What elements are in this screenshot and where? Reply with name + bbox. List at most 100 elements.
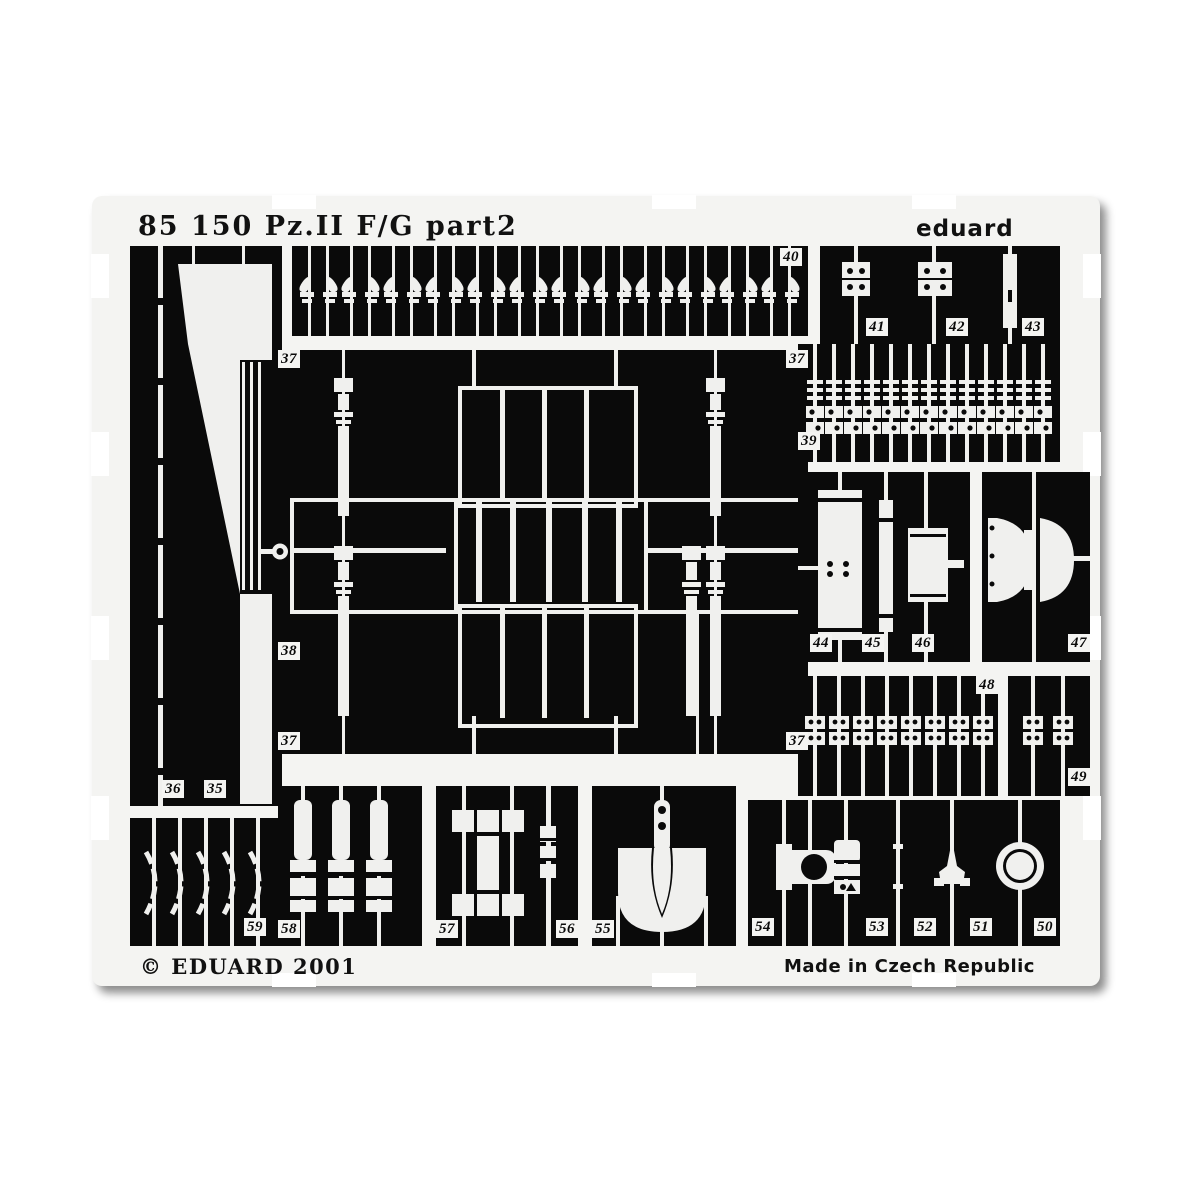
- taper-shape: [178, 264, 272, 804]
- edge-notch: [272, 973, 316, 987]
- part-number-53: 53: [866, 918, 888, 936]
- part-55-shape: [616, 786, 708, 946]
- part-number-37-tl: 37: [278, 350, 300, 368]
- grill-center-rib: [582, 502, 588, 602]
- part-39-cluster: [806, 344, 1052, 462]
- parts-44-46-shapes: [798, 490, 964, 640]
- part-number-37-tr: 37: [786, 350, 808, 368]
- part-41-shape: [842, 262, 870, 296]
- part-number-48: 48: [976, 676, 998, 694]
- sprue-runner: [192, 246, 195, 268]
- grill-top-hanger: [472, 350, 476, 390]
- part-40-cluster: [299, 246, 800, 336]
- panel-parts-57-56: 57 56: [436, 786, 578, 946]
- sprue-runner: [696, 610, 699, 754]
- part-number-37-br: 37: [786, 732, 808, 750]
- edge-notch: [652, 195, 696, 209]
- grill-bottom-hanger: [614, 716, 618, 754]
- edge-notch: [91, 616, 109, 660]
- part-42-shape: [918, 262, 952, 296]
- part-number-59: 59: [244, 918, 266, 936]
- part-number-44: 44: [810, 634, 832, 652]
- grill-bottom: [458, 604, 638, 728]
- panel-part-49: 49: [1008, 676, 1090, 796]
- edge-notch: [1083, 432, 1101, 476]
- part-49-cluster: [1023, 676, 1073, 796]
- panel-parts-44-46: 44 45 46: [798, 472, 970, 662]
- part-48-cluster: [805, 676, 993, 796]
- runner-hole: [158, 618, 163, 625]
- edge-notch: [652, 973, 696, 987]
- grill-center-rib: [510, 502, 516, 602]
- panel-part-58: 58: [278, 786, 422, 946]
- part-47-shape: [988, 518, 1090, 602]
- brand-logo: eduard: [916, 216, 1014, 242]
- sprue-runner: [178, 818, 182, 946]
- left-pivot-pin: [260, 543, 288, 560]
- panel-parts-50-54: 54 53 52 51 50: [748, 800, 1060, 946]
- part-35-taper: [178, 264, 272, 804]
- runner-hole: [158, 698, 163, 705]
- sheet-title: 85 150 Pz.II F/G part2: [138, 211, 518, 242]
- part-number-50: 50: [1034, 918, 1056, 936]
- part-number-58: 58: [278, 920, 300, 938]
- grill-center-rib: [616, 502, 622, 602]
- panel-part-59: 59: [130, 818, 282, 946]
- edge-notch: [912, 195, 956, 209]
- part-number-35: 35: [204, 780, 226, 798]
- edge-notch: [912, 973, 956, 987]
- sprue-runner: [256, 818, 260, 946]
- grill-bottom-rib: [584, 608, 589, 718]
- parts-57-56-shapes: [452, 786, 556, 946]
- part-number-41: 41: [866, 318, 888, 336]
- runner-hole: [158, 768, 163, 775]
- part-number-52: 52: [914, 918, 936, 936]
- edge-notch: [91, 254, 109, 298]
- part-number-51: 51: [970, 918, 992, 936]
- sprue-runner: [932, 246, 936, 348]
- runner-hole: [158, 378, 163, 385]
- part-number-49: 49: [1068, 768, 1090, 786]
- made-in-text: Made in Czech Republic: [784, 956, 1035, 977]
- sprue-runner: [1032, 472, 1036, 662]
- grill-bottom-rib: [542, 608, 547, 718]
- part-number-37-bl: 37: [278, 732, 300, 750]
- sprue-runner: [230, 818, 234, 946]
- grill-right-wing-rib: [648, 548, 800, 553]
- edge-notch: [1083, 254, 1101, 298]
- curved-straps: [143, 850, 262, 916]
- panel-part-55: 55: [592, 786, 736, 946]
- panel-left-column: [130, 246, 282, 806]
- part-number-55: 55: [592, 920, 614, 938]
- part-number-54: 54: [752, 918, 774, 936]
- part-number-46: 46: [912, 634, 934, 652]
- sprue-runner: [242, 246, 245, 268]
- grill-top-rib: [584, 390, 589, 498]
- grill-top-rib: [500, 390, 505, 498]
- grill-bottom-rib: [500, 608, 505, 718]
- part-43-slot: [1008, 290, 1012, 302]
- grill-center-rib: [546, 502, 552, 602]
- part-number-38-bl: 38: [278, 642, 300, 660]
- part-number-47: 47: [1068, 634, 1090, 652]
- grill-top-hanger: [614, 350, 618, 390]
- panel-part-40: [292, 246, 808, 336]
- part-42: [918, 262, 952, 296]
- part-58-cluster: [290, 786, 392, 946]
- copyright-text: © EDUARD 2001: [140, 954, 358, 979]
- center-rods: [334, 378, 725, 716]
- grill-top-rib: [542, 390, 547, 498]
- runner-hole: [158, 298, 163, 305]
- grill-bottom-hanger: [472, 716, 476, 754]
- panel-part-47: 47: [982, 472, 1090, 662]
- panel-center-grill: 37 37 38 37 37: [260, 350, 832, 754]
- grill-center-rib: [476, 502, 482, 602]
- sprue-runner: [158, 246, 163, 806]
- part-number-36: 36: [162, 780, 184, 798]
- grill-right-wing: [644, 498, 812, 614]
- photoetch-fret: 36 35 59: [91, 195, 1101, 987]
- edge-notch: [91, 432, 109, 476]
- runner-hole: [158, 458, 163, 465]
- panel-parts-41-43: 41 42 43: [820, 246, 1060, 348]
- part-number-40: 40: [780, 248, 802, 266]
